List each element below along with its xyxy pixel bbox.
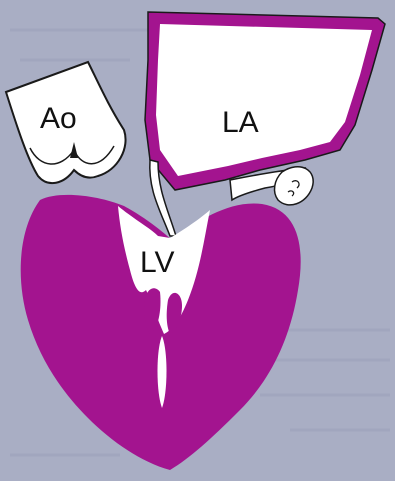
label-aorta: Ao [40, 102, 77, 135]
label-left-ventricle: LV [140, 246, 174, 279]
left-ventricle-myocardium [21, 195, 301, 470]
label-left-atrium: LA [222, 106, 259, 139]
left-atrium-cavity [156, 24, 372, 176]
